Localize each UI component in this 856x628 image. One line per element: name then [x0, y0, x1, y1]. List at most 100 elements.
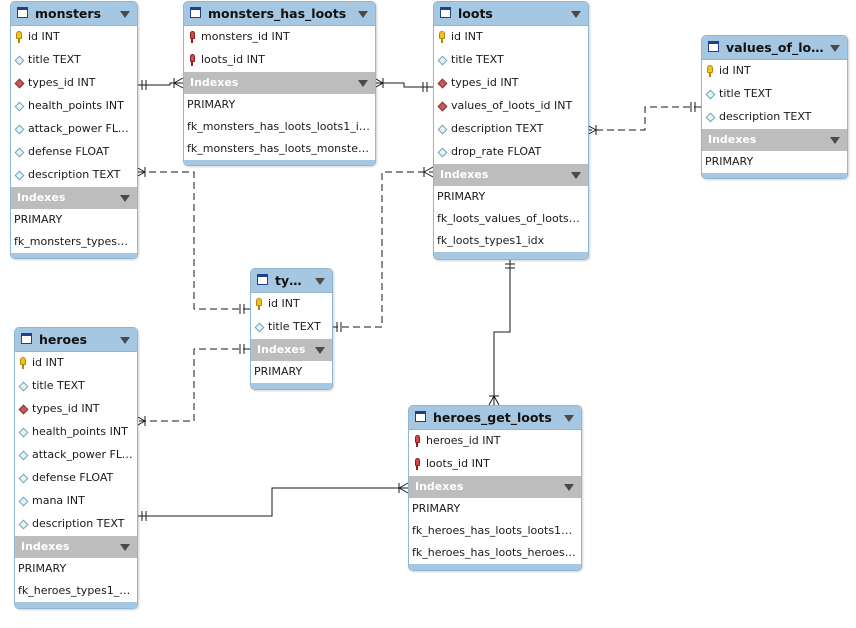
index-row[interactable]: fk_monsters_has_loots_loots1_idx — [184, 116, 375, 138]
collapse-caret-icon[interactable] — [571, 172, 581, 179]
table-header[interactable]: heroes_get_loots — [409, 406, 581, 430]
collapse-caret-icon[interactable] — [358, 80, 368, 87]
collapse-caret-icon[interactable] — [830, 45, 840, 52]
column-row[interactable]: title TEXT — [251, 316, 332, 339]
table-header[interactable]: values_of_loots — [702, 36, 847, 60]
column-row[interactable]: title TEXT — [434, 49, 588, 72]
indexes-label: Indexes — [190, 76, 239, 89]
indexes-header[interactable]: Indexes — [251, 339, 332, 361]
column-row[interactable]: defense FLOAT — [15, 467, 137, 490]
collapse-caret-icon[interactable] — [358, 11, 368, 18]
collapse-caret-icon[interactable] — [564, 415, 574, 422]
index-row[interactable]: PRIMARY — [184, 94, 375, 116]
column-label: title TEXT — [719, 87, 772, 100]
column-row[interactable]: loots_id INT — [409, 453, 581, 476]
index-row[interactable]: fk_loots_values_of_loots1_idx — [434, 208, 588, 230]
indexes-header[interactable]: Indexes — [409, 476, 581, 498]
column-row[interactable]: id INT — [15, 352, 137, 375]
column-row[interactable]: id INT — [11, 26, 137, 49]
relationship-values-of-loots-to-loots[interactable] — [586, 102, 701, 136]
collapse-caret-icon[interactable] — [571, 11, 581, 18]
index-row[interactable]: fk_heroes_has_loots_loots1_idx — [409, 520, 581, 542]
table-header[interactable]: types — [251, 269, 332, 293]
index-row[interactable]: fk_loots_types1_idx — [434, 230, 588, 252]
column-row[interactable]: monsters_id INT — [184, 26, 375, 49]
index-row[interactable]: PRIMARY — [434, 186, 588, 208]
column-label: types_id INT — [451, 76, 519, 89]
indexes-header[interactable]: Indexes — [11, 187, 137, 209]
column-row[interactable]: title TEXT — [702, 83, 847, 106]
column-row[interactable]: drop_rate FLOAT — [434, 141, 588, 164]
table-header[interactable]: loots — [434, 2, 588, 26]
table-header[interactable]: monsters — [11, 2, 137, 26]
collapse-caret-icon[interactable] — [315, 347, 325, 354]
relationship-heroes-to-heroes-get-loots[interactable] — [136, 482, 409, 521]
column-row[interactable]: types_id INT — [434, 72, 588, 95]
column-row[interactable]: attack_power FLOAT — [11, 118, 137, 141]
indexes-header[interactable]: Indexes — [15, 536, 137, 558]
relationship-loots-to-monsters-has-loots[interactable] — [373, 77, 433, 92]
column-row[interactable]: types_id INT — [11, 72, 137, 95]
column-row[interactable]: loots_id INT — [184, 49, 375, 72]
table-types[interactable]: types id INT title TEXT Indexes PRIMARY — [250, 268, 333, 390]
relationship-types-to-heroes[interactable] — [135, 344, 250, 427]
column-row[interactable]: id INT — [434, 26, 588, 49]
index-row[interactable]: fk_monsters_has_loots_monsters_idx — [184, 138, 375, 160]
collapse-caret-icon[interactable] — [120, 544, 130, 551]
column-label: defense FLOAT — [28, 145, 110, 158]
column-row[interactable]: defense FLOAT — [11, 141, 137, 164]
column-row[interactable]: description TEXT — [11, 164, 137, 187]
relationship-loots-to-heroes-get-loots[interactable] — [488, 258, 515, 406]
table-header[interactable]: heroes — [15, 328, 137, 352]
index-row[interactable]: PRIMARY — [15, 558, 137, 580]
index-row[interactable]: PRIMARY — [702, 151, 847, 173]
index-row[interactable]: PRIMARY — [409, 498, 581, 520]
table-icon — [21, 333, 32, 344]
column-row[interactable]: values_of_loots_id INT — [434, 95, 588, 118]
column-row[interactable]: health_points INT — [15, 421, 137, 444]
indexes-header[interactable]: Indexes — [702, 129, 847, 151]
column-icon — [18, 473, 29, 484]
indexes-header[interactable]: Indexes — [184, 72, 375, 94]
index-row[interactable]: PRIMARY — [251, 361, 332, 383]
relationship-monsters-to-monsters-has-loots[interactable] — [136, 77, 184, 90]
table-heroes-get-loots[interactable]: heroes_get_loots heroes_id INT loots_id … — [408, 405, 582, 571]
collapse-caret-icon[interactable] — [315, 278, 325, 285]
index-label: fk_heroes_has_loots_loots1_idx — [412, 524, 577, 537]
relationship-types-to-loots[interactable] — [331, 166, 434, 332]
index-row[interactable]: fk_heroes_types1_idx — [15, 580, 137, 602]
column-row[interactable]: description TEXT — [434, 118, 588, 141]
table-monsters-has-loots[interactable]: monsters_has_loots monsters_id INT loots… — [183, 1, 376, 166]
table-heroes[interactable]: heroes id INT title TEXT types_id INT he… — [14, 327, 138, 609]
table-header[interactable]: monsters_has_loots — [184, 2, 375, 26]
table-values-of-loots[interactable]: values_of_loots id INT title TEXT descri… — [701, 35, 848, 179]
index-row[interactable]: PRIMARY — [11, 209, 137, 231]
column-row[interactable]: types_id INT — [15, 398, 137, 421]
collapse-caret-icon[interactable] — [120, 337, 130, 344]
column-row[interactable]: id INT — [702, 60, 847, 83]
column-row[interactable]: title TEXT — [15, 375, 137, 398]
collapse-caret-icon[interactable] — [120, 11, 130, 18]
relationship-types-to-monsters[interactable] — [135, 166, 250, 314]
column-label: attack_power FLOAT — [28, 122, 133, 135]
column-row[interactable]: heroes_id INT — [409, 430, 581, 453]
collapse-caret-icon[interactable] — [564, 484, 574, 491]
column-row[interactable]: title TEXT — [11, 49, 137, 72]
table-monsters[interactable]: monsters id INT title TEXT types_id INT … — [10, 1, 138, 259]
table-loots[interactable]: loots id INT title TEXT types_id INT val… — [433, 1, 589, 260]
column-row[interactable]: description TEXT — [15, 513, 137, 536]
column-row[interactable]: attack_power FLOAT — [15, 444, 137, 467]
column-row[interactable]: id INT — [251, 293, 332, 316]
collapse-caret-icon[interactable] — [120, 195, 130, 202]
one-end-marker — [141, 511, 147, 521]
column-label: title TEXT — [28, 53, 81, 66]
column-label: values_of_loots_id INT — [451, 99, 573, 112]
indexes-header[interactable]: Indexes — [434, 164, 588, 186]
column-row[interactable]: health_points INT — [11, 95, 137, 118]
column-row[interactable]: description TEXT — [702, 106, 847, 129]
index-row[interactable]: fk_monsters_types1_idx — [11, 231, 137, 253]
collapse-caret-icon[interactable] — [830, 137, 840, 144]
column-row[interactable]: mana INT — [15, 490, 137, 513]
index-row[interactable]: fk_heroes_has_loots_heroes1_idx — [409, 542, 581, 564]
foreign-key-icon — [437, 101, 448, 112]
